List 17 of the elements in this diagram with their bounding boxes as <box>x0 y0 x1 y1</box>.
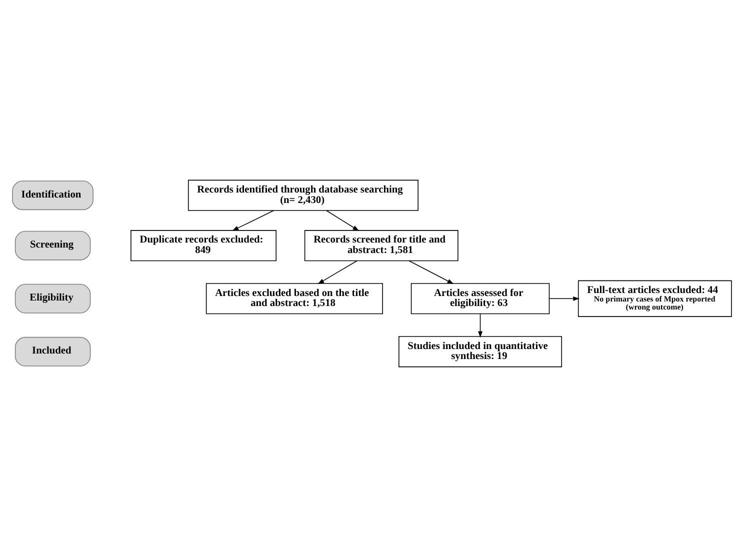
node-box: Screening <box>14 230 91 260</box>
node-box: Records identified through database searching (n= 2,430) <box>188 180 418 211</box>
arrow <box>549 296 580 301</box>
node-box: Duplicate records excluded: 849 <box>130 230 276 262</box>
arrow <box>408 260 454 284</box>
arrow <box>478 314 482 338</box>
node-box: Eligibility <box>14 284 91 314</box>
node-box: Articles assessed for eligibility: 63 <box>410 283 550 314</box>
arrow <box>318 260 358 284</box>
node-box: Records screened for title and abstract: 1,581 <box>304 230 458 262</box>
node-box: Full-text articles excluded: 44 No primary cases of Mpox reported (wrong outcome) <box>578 280 732 317</box>
node-box: Included <box>14 336 91 366</box>
arrow <box>232 210 274 231</box>
node-box: Studies included in quantitative synthesis: 19 <box>398 336 562 368</box>
node-box: Identification <box>12 180 94 210</box>
arrow <box>326 210 360 231</box>
node-box: Articles excluded based on the title and abstract: 1,518 <box>206 283 383 314</box>
